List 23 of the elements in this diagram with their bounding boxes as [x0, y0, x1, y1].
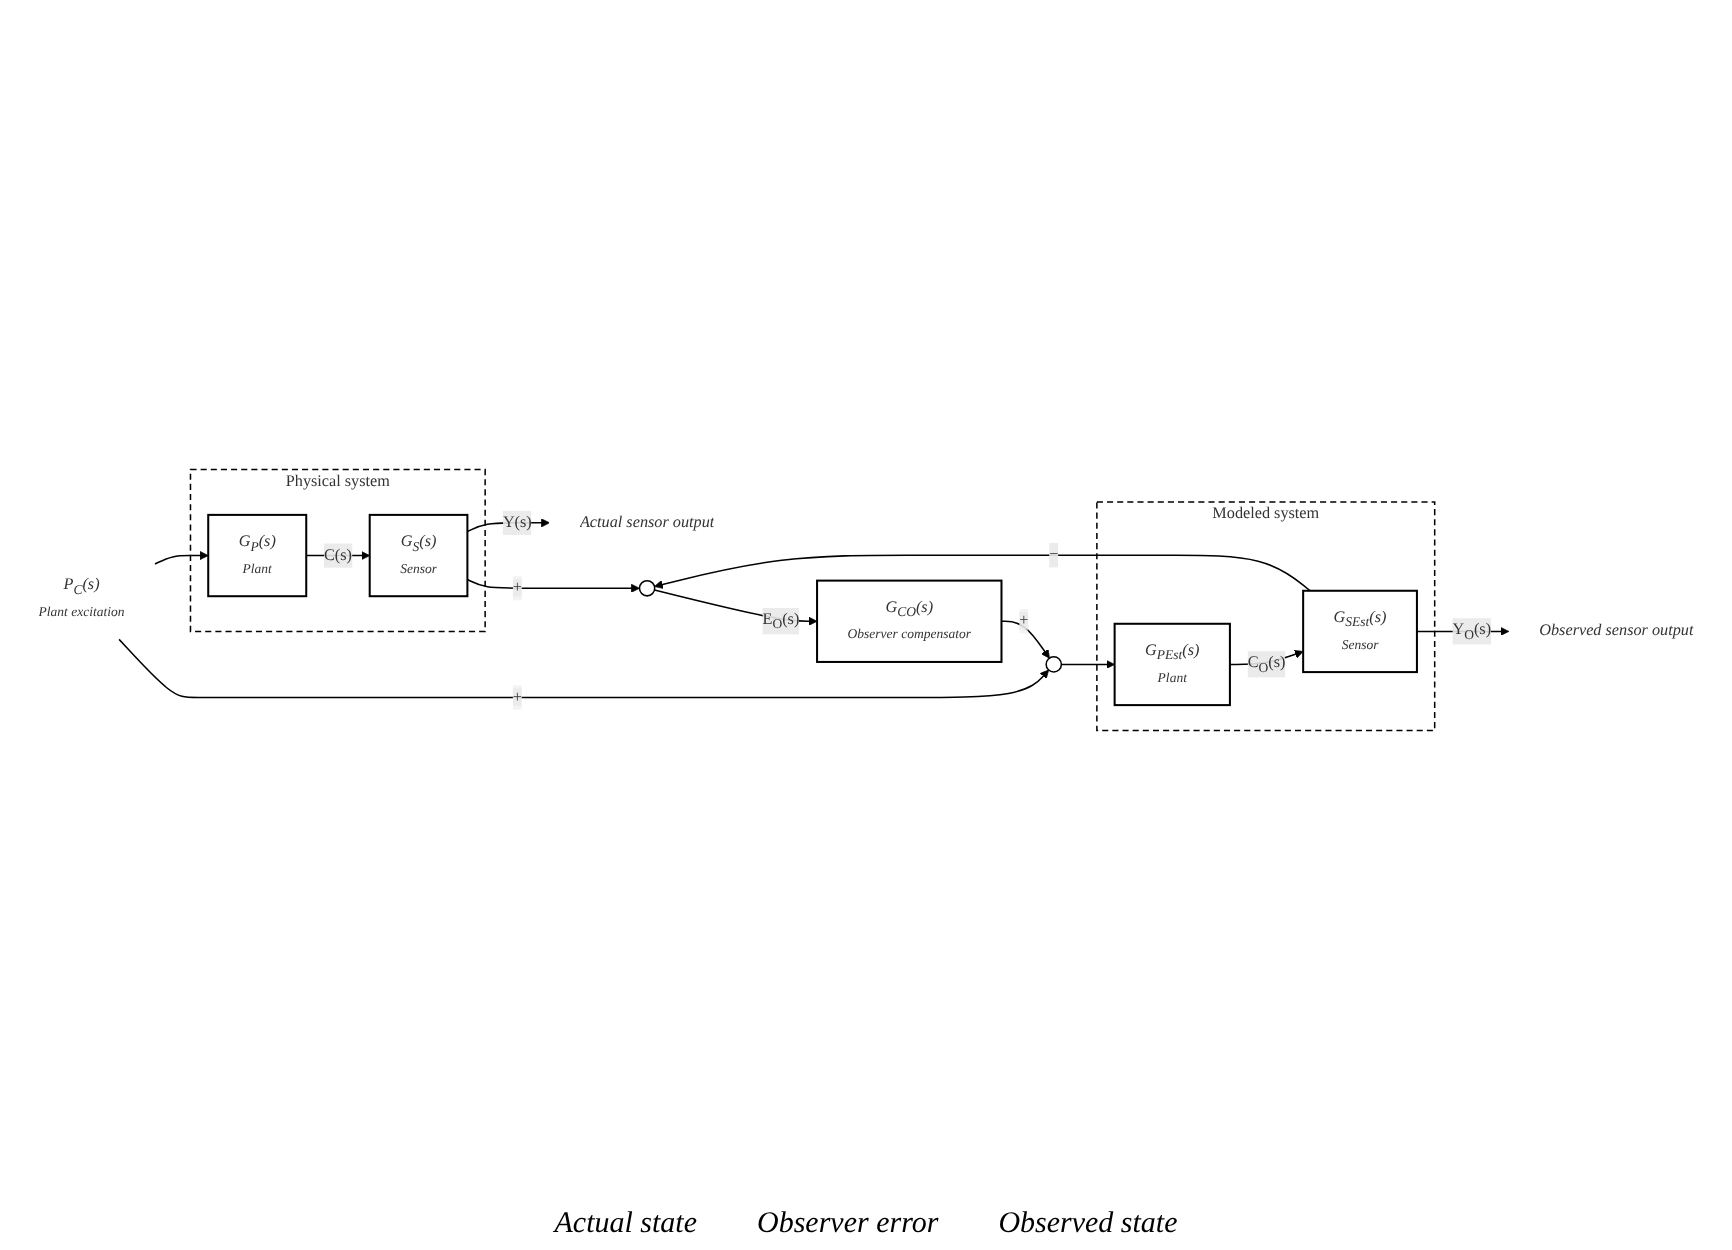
edge-label: Y(s) — [502, 513, 532, 531]
edge-label: C(s) — [323, 546, 352, 564]
node-text: Actual sensor output — [579, 513, 715, 531]
signal-note: Observer error — [757, 1208, 939, 1242]
arrow — [1000, 620, 1050, 659]
edge-label: E$_{O}$(s) — [762, 611, 800, 632]
arrow — [466, 578, 640, 593]
edge-label: Y$_{O}$(s) — [1452, 621, 1492, 642]
node-circle — [1045, 656, 1063, 673]
signal-note: Actual state — [554, 1208, 697, 1242]
edge-label: − — [1049, 546, 1059, 564]
edge-label: + — [1019, 612, 1029, 630]
edge-label: + — [512, 579, 522, 597]
edge-label: + — [512, 688, 522, 706]
node-text: Observed sensor output — [1539, 622, 1694, 640]
arrow — [1060, 660, 1116, 669]
arrow — [154, 551, 209, 565]
arrow — [653, 589, 818, 626]
arrow — [118, 638, 1050, 699]
edge-label: C$_{O}$(s) — [1247, 654, 1286, 675]
arrow — [654, 554, 1311, 592]
node-circle — [638, 579, 656, 597]
signal-note: Observed state — [998, 1208, 1178, 1242]
